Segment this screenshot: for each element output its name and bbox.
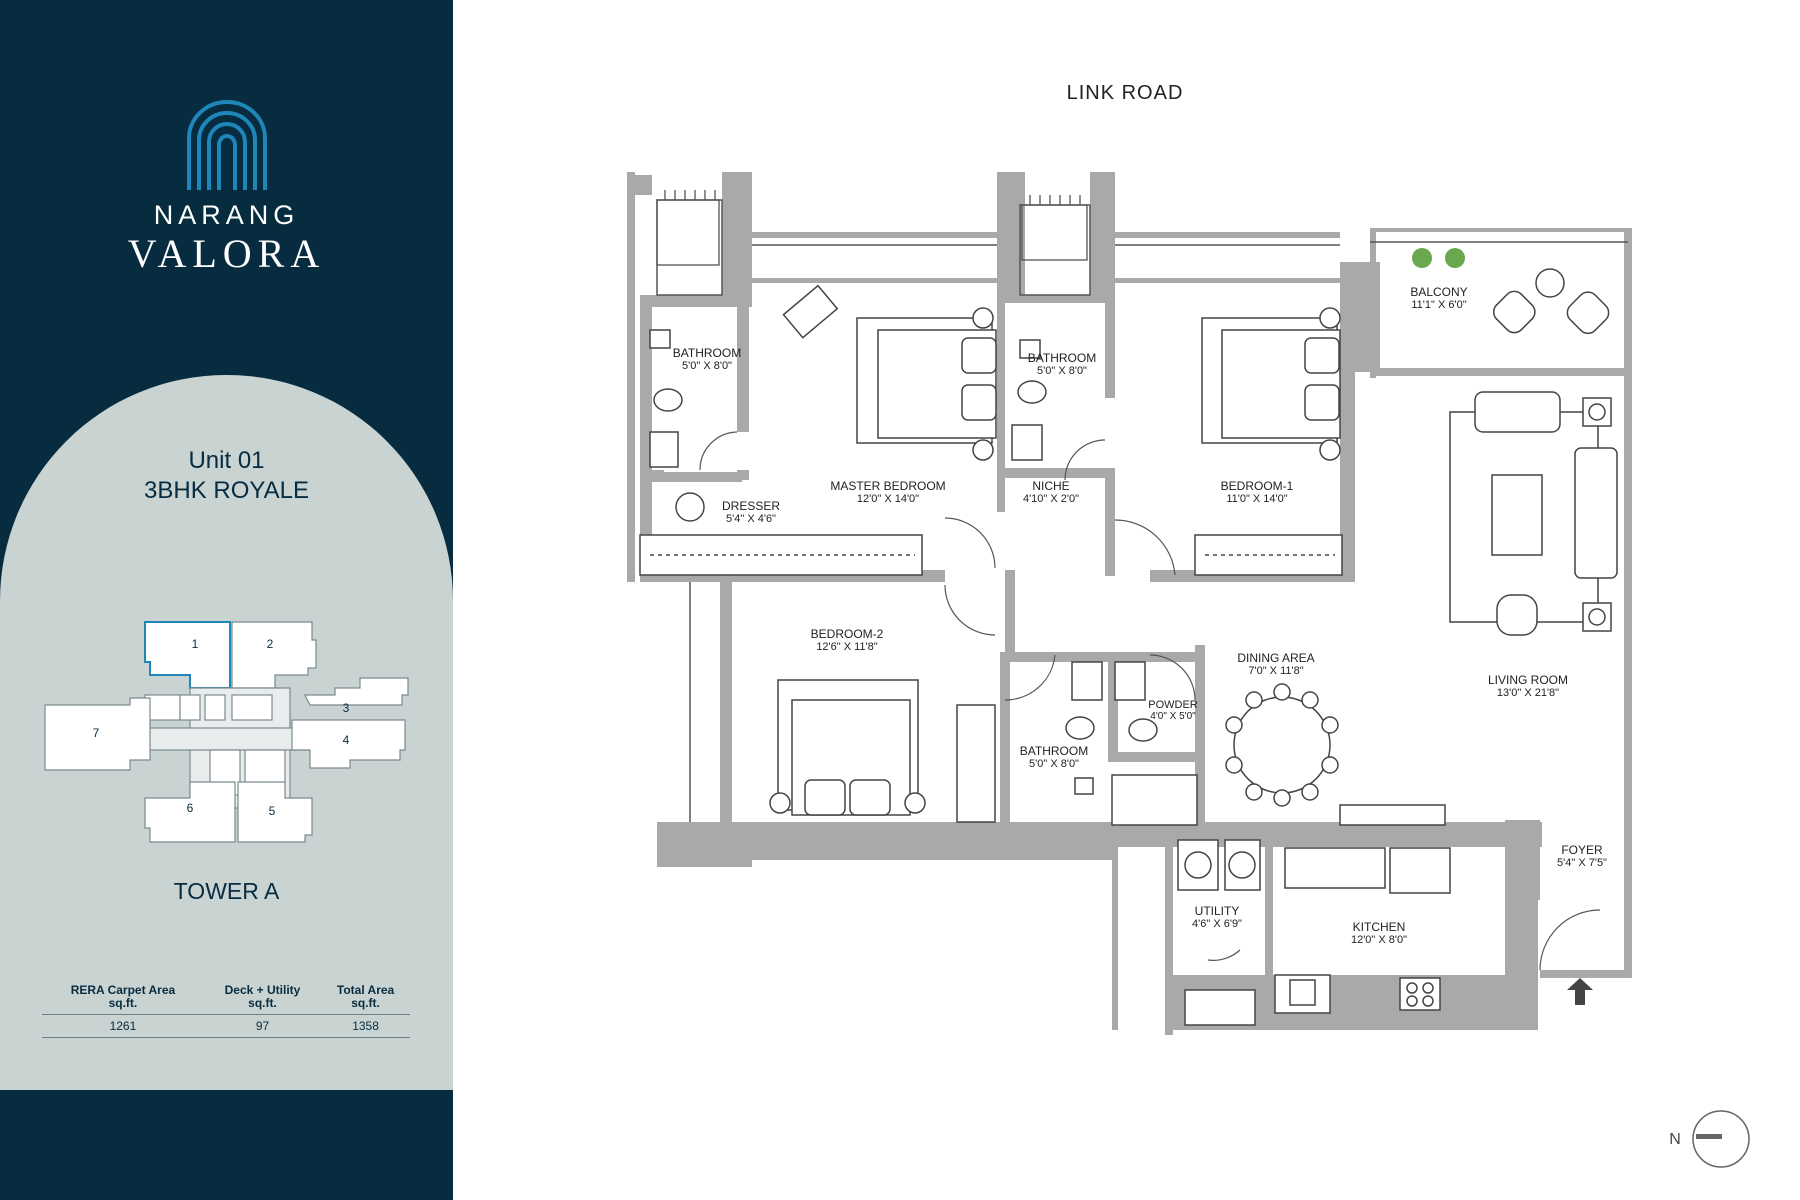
compass-label: N xyxy=(1669,1131,1681,1148)
kitchen-fittings xyxy=(1177,804,1451,1026)
room-foyer-name: FOYER xyxy=(1561,843,1603,857)
room-utility-dim: 4'6" X 6'9" xyxy=(1192,918,1242,930)
room-foyer-dim: 5'4" X 7'5" xyxy=(1557,857,1607,869)
door-swings xyxy=(699,431,1601,971)
dining-table xyxy=(1225,683,1339,807)
entry-arrow-icon xyxy=(1567,978,1593,1005)
room-balcony-name: BALCONY xyxy=(1410,285,1467,299)
unit-type: 3BHK ROYALE xyxy=(144,477,309,504)
floor-plan: BATHROOM 5'0" X 8'0" MASTER BEDROOM 12'0… xyxy=(627,172,1750,1168)
room-bedroom-2-dim: 12'6" X 11'8" xyxy=(816,641,877,653)
keyplan-unit-7 xyxy=(44,697,151,771)
keyplan-unit-2 xyxy=(231,621,317,689)
wardrobe-master xyxy=(639,534,923,576)
room-utility-name: UTILITY xyxy=(1195,904,1240,918)
room-kitchen-name: KITCHEN xyxy=(1353,920,1406,934)
room-bathroom-1-name: BATHROOM xyxy=(673,346,741,360)
room-dresser-name: DRESSER xyxy=(722,499,780,513)
tower-key-plan: 1 2 3 4 5 6 7 xyxy=(44,621,409,843)
brand-line-1: NARANG xyxy=(153,200,300,230)
balcony-seating xyxy=(1492,268,1610,335)
keyplan-label-3: 3 xyxy=(343,701,350,715)
keyplan-label-6: 6 xyxy=(187,801,194,815)
area-value-total: 1358 xyxy=(321,1014,410,1038)
wardrobe-bedroom-2 xyxy=(956,704,996,823)
keyplan-unit-1 xyxy=(144,621,231,689)
room-bathroom-3-name: BATHROOM xyxy=(1020,744,1088,758)
keyplan-label-1: 1 xyxy=(192,637,199,651)
keyplan-unit-4 xyxy=(291,719,406,769)
master-bed xyxy=(856,307,997,461)
keyplan-label-4: 4 xyxy=(343,733,350,747)
keyplan-unit-6 xyxy=(144,781,236,843)
north-compass-icon: N xyxy=(1669,1110,1750,1168)
room-master-bedroom-name: MASTER BEDROOM xyxy=(830,479,945,493)
area-value-deck: 97 xyxy=(203,1014,322,1038)
tower-label: TOWER A xyxy=(173,878,280,904)
narang-valora-logo xyxy=(187,100,267,190)
room-powder-dim: 4'0" X 5'0" xyxy=(1150,711,1196,722)
room-bedroom-1-name: BEDROOM-1 xyxy=(1221,479,1294,493)
armchair-master xyxy=(782,284,839,339)
room-dining-name: DINING AREA xyxy=(1237,651,1314,665)
room-living-name: LIVING ROOM xyxy=(1488,673,1568,687)
keyplan-unit-3 xyxy=(304,677,409,706)
room-bathroom-2-dim: 5'0" X 8'0" xyxy=(1037,365,1087,377)
balcony-plants-icon xyxy=(1412,248,1465,268)
room-bathroom-1-dim: 5'0" X 8'0" xyxy=(682,360,732,372)
keyplan-label-5: 5 xyxy=(269,804,276,818)
room-powder-name: POWDER xyxy=(1148,699,1198,711)
road-label: LINK ROAD xyxy=(1066,82,1184,104)
room-niche-name: NICHE xyxy=(1032,479,1069,493)
room-bedroom-1-dim: 11'0" X 14'0" xyxy=(1226,493,1287,505)
room-bathroom-3-dim: 5'0" X 8'0" xyxy=(1029,758,1079,770)
brand-line-2: VALORA xyxy=(127,231,326,276)
room-balcony-dim: 11'1" X 6'0" xyxy=(1411,299,1466,311)
info-panel: NARANG VALORA Unit 01 3BHK ROYALE xyxy=(0,0,453,1200)
keyplan-label-2: 2 xyxy=(267,637,274,651)
dresser-stool xyxy=(675,492,705,522)
room-dresser-dim: 5'4" X 4'6" xyxy=(726,513,776,525)
room-bedroom-2-name: BEDROOM-2 xyxy=(811,627,884,641)
room-niche-dim: 4'10" X 2'0" xyxy=(1023,493,1079,505)
room-bathroom-2-name: BATHROOM xyxy=(1028,351,1096,365)
bedroom-2-bed xyxy=(769,679,926,816)
living-set xyxy=(1449,391,1618,636)
room-kitchen-dim: 12'0" X 8'0" xyxy=(1351,934,1407,946)
keyplan-label-7: 7 xyxy=(93,726,100,740)
keyplan-unit-5 xyxy=(237,781,313,843)
bedroom-1-bed xyxy=(1201,307,1341,461)
room-dining-dim: 7'0" X 11'8" xyxy=(1248,665,1303,677)
room-living-dim: 13'0" X 21'8" xyxy=(1497,687,1559,699)
unit-title: Unit 01 xyxy=(188,447,265,474)
room-master-bedroom-dim: 12'0" X 14'0" xyxy=(857,493,919,505)
area-value-rera: 1261 xyxy=(42,1014,204,1038)
wardrobe-bedroom-1 xyxy=(1194,534,1343,576)
